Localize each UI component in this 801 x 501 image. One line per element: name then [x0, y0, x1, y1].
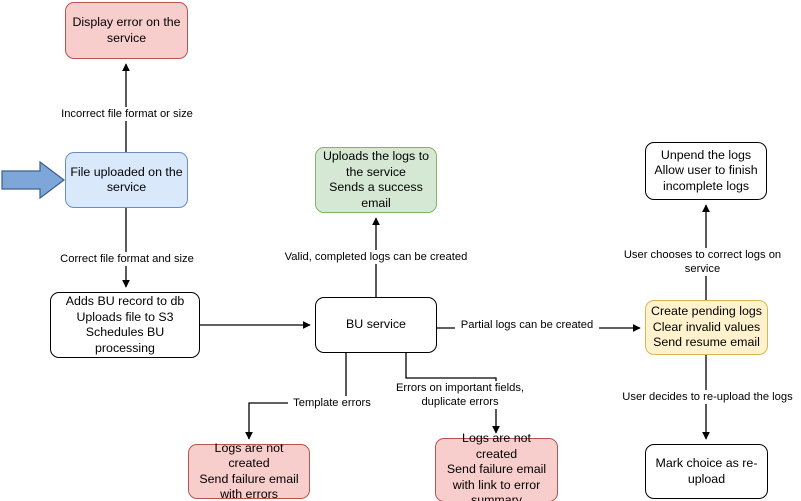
- node-file-uploaded[interactable]: File uploaded on the service: [65, 152, 188, 208]
- node-label: Adds BU record to db Uploads file to S3 …: [65, 294, 185, 355]
- node-label: Uploads the logs to the service Sends a …: [322, 149, 430, 210]
- node-label: Unpend the logs Allow user to finish inc…: [654, 147, 758, 193]
- edge-label-incorrect-format: Incorrect file format or size: [42, 107, 212, 121]
- edge-label-template-errors: Template errors: [288, 396, 376, 410]
- edge-label-correct-format: Correct file format and size: [44, 252, 210, 266]
- node-label: Create pending logs Clear invalid values…: [651, 304, 762, 350]
- node-label: Logs are not created Send failure email …: [199, 440, 299, 501]
- node-adds-bu-record[interactable]: Adds BU record to db Uploads file to S3 …: [50, 292, 200, 358]
- node-label: BU service: [346, 317, 406, 332]
- edge-label-errors-important-fields: Errors on important fields, duplicate er…: [392, 381, 528, 409]
- node-logs-not-created-template[interactable]: Logs are not created Send failure email …: [188, 440, 310, 501]
- node-uploads-logs[interactable]: Uploads the logs to the service Sends a …: [315, 147, 437, 213]
- node-logs-not-created-summary[interactable]: Logs are not created Send failure email …: [435, 431, 558, 501]
- node-unpend-logs[interactable]: Unpend the logs Allow user to finish inc…: [645, 142, 767, 200]
- node-bu-service[interactable]: BU service: [315, 297, 437, 353]
- node-label: Display error on the service: [72, 15, 181, 45]
- edge-label-partial-logs: Partial logs can be created: [455, 318, 599, 332]
- node-label: Mark choice as re- upload: [655, 456, 758, 486]
- node-label: File uploaded on the service: [70, 164, 183, 195]
- node-label: Logs are not created Send failure email …: [446, 431, 547, 501]
- edge-label-user-corrects-logs: User chooses to correct logs on service: [604, 248, 801, 276]
- node-display-error[interactable]: Display error on the service: [65, 2, 188, 59]
- node-mark-choice[interactable]: Mark choice as re- upload: [645, 444, 768, 499]
- edge-label-user-reuploads: User decides to re-upload the logs: [620, 390, 795, 404]
- node-create-pending-logs[interactable]: Create pending logs Clear invalid values…: [645, 300, 768, 355]
- input-arrow-icon: [1, 160, 65, 200]
- edge-label-valid-completed-logs: Valid, completed logs can be created: [278, 250, 474, 264]
